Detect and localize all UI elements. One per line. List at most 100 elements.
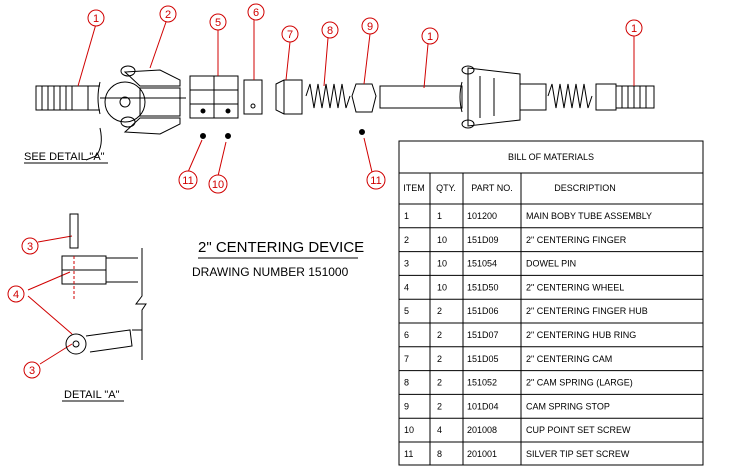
svg-text:11: 11 xyxy=(370,175,381,187)
bom-cell-item: 8 xyxy=(404,378,409,388)
bom-cell-qty: 2 xyxy=(437,401,442,411)
bom-cell-description: 2" CENTERING WHEEL xyxy=(526,282,624,292)
bom-cell-qty: 2 xyxy=(437,378,442,388)
svg-text:8: 8 xyxy=(327,25,333,37)
svg-text:9: 9 xyxy=(367,21,373,33)
bom-cell-qty: 8 xyxy=(437,449,442,459)
bom-cell-item: 1 xyxy=(404,211,409,221)
svg-text:5: 5 xyxy=(215,17,221,29)
cam-spring xyxy=(305,83,351,109)
bom-header-partno: PART NO. xyxy=(471,183,513,193)
bom-cell-description: 2" CAM SPRING (LARGE) xyxy=(526,378,633,388)
centering-finger-assembly-left xyxy=(100,65,186,135)
bom-cell-description: CAM SPRING STOP xyxy=(526,401,610,411)
bom-cell-partno: 151052 xyxy=(467,378,497,388)
bom-cell-item: 3 xyxy=(404,259,409,269)
bom-row: 7 2 151D05 2" CENTERING CAM xyxy=(399,346,703,364)
bom-cell-description: DOWEL PIN xyxy=(526,259,576,269)
bom-cell-item: 2 xyxy=(404,235,409,245)
balloon-10: 10 xyxy=(208,174,228,194)
device-title: 2" CENTERING DEVICE xyxy=(198,239,364,256)
bom-row: 2 10 151D09 2" CENTERING FINGER xyxy=(399,227,703,245)
bom-cell-description: SILVER TIP SET SCREW xyxy=(526,449,630,459)
drawing-number: DRAWING NUMBER 151000 xyxy=(192,265,349,279)
bom-cell-partno: 201001 xyxy=(467,449,497,459)
bom-header-qty: QTY. xyxy=(436,183,456,193)
bom-cell-qty: 10 xyxy=(437,235,447,245)
see-detail-callout: SEE DETAIL "A" xyxy=(24,127,108,164)
balloon-11a: 11 xyxy=(178,170,198,190)
set-screws xyxy=(200,129,365,139)
spring-stop xyxy=(351,83,377,113)
bom-cell-description: 2" CENTERING CAM xyxy=(526,354,612,364)
balloon-1b: 1 xyxy=(421,27,439,45)
bom-cell-item: 5 xyxy=(404,306,409,316)
balloon-7: 7 xyxy=(281,25,299,43)
bom-cell-item: 7 xyxy=(404,354,409,364)
balloon-3b: 3 xyxy=(23,361,41,379)
bill-of-materials: BILL OF MATERIALS ITEM QTY. PART NO. DES… xyxy=(398,140,704,466)
bom-title: BILL OF MATERIALS xyxy=(508,152,594,162)
bom-row: 11 8 201001 SILVER TIP SET SCREW xyxy=(399,441,703,459)
svg-text:2: 2 xyxy=(165,9,171,21)
bom-cell-partno: 151D06 xyxy=(467,306,499,316)
balloon-4: 4 xyxy=(7,285,25,303)
main-body-tube xyxy=(379,81,463,113)
bom-header-description: DESCRIPTION xyxy=(554,183,616,193)
svg-text:1: 1 xyxy=(427,31,433,43)
bom-cell-qty: 2 xyxy=(437,354,442,364)
bom-cell-qty: 10 xyxy=(437,282,447,292)
balloon-1c: 1 xyxy=(625,19,643,37)
bom-cell-partno: 151D50 xyxy=(467,282,499,292)
right-assembled-unit xyxy=(461,65,655,129)
bom-cell-partno: 101200 xyxy=(467,211,497,221)
svg-text:7: 7 xyxy=(287,29,293,41)
bom-cell-description: MAIN BOBY TUBE ASSEMBLY xyxy=(526,211,652,221)
bom-cell-qty: 10 xyxy=(437,259,447,269)
bom-cell-item: 11 xyxy=(404,449,413,459)
leader-lines xyxy=(27,20,635,365)
balloon-1a: 1 xyxy=(87,9,105,27)
bom-cell-description: CUP POINT SET SCREW xyxy=(526,425,631,435)
bom-cell-qty: 4 xyxy=(437,425,442,435)
bom-cell-description: 2" CENTERING HUB RING xyxy=(526,330,636,340)
svg-text:11: 11 xyxy=(182,175,193,187)
item-balloons: 1 2 5 6 7 8 9 1 1 11 10 11 3 4 3 xyxy=(7,3,643,379)
balloon-11b: 11 xyxy=(366,170,386,190)
detail-a-title: DETAIL "A" xyxy=(64,389,120,401)
bom-cell-item: 6 xyxy=(404,330,409,340)
balloon-8: 8 xyxy=(321,21,339,39)
bom-cell-item: 4 xyxy=(404,282,409,292)
bom-cell-qty: 1 xyxy=(437,211,442,221)
svg-text:4: 4 xyxy=(13,289,19,301)
bom-cell-partno: 151D05 xyxy=(467,354,499,364)
bom-cell-partno: 201008 xyxy=(467,425,497,435)
bom-row: 4 10 151D50 2" CENTERING WHEEL xyxy=(399,274,703,292)
balloon-3a: 3 xyxy=(21,237,39,255)
bom-cell-partno: 151D09 xyxy=(467,235,499,245)
svg-text:1: 1 xyxy=(631,23,637,35)
bom-cell-description: 2" CENTERING FINGER xyxy=(526,235,627,245)
bom-cell-item: 9 xyxy=(404,401,409,411)
balloon-9: 9 xyxy=(361,17,379,35)
centering-cam xyxy=(275,79,303,115)
bom-row: 1 1 101200 MAIN BOBY TUBE ASSEMBLY xyxy=(404,211,652,221)
svg-text:6: 6 xyxy=(253,7,259,19)
svg-text:3: 3 xyxy=(29,365,35,377)
balloon-6: 6 xyxy=(247,3,265,21)
bom-row: 8 2 151052 2" CAM SPRING (LARGE) xyxy=(399,370,703,388)
finger-hub xyxy=(189,75,239,119)
balloon-5: 5 xyxy=(209,13,227,31)
detail-a-view xyxy=(61,213,147,360)
see-detail-label: SEE DETAIL "A" xyxy=(24,151,105,163)
balloon-2: 2 xyxy=(159,5,177,23)
bom-cell-qty: 2 xyxy=(437,306,442,316)
svg-text:3: 3 xyxy=(27,241,33,253)
